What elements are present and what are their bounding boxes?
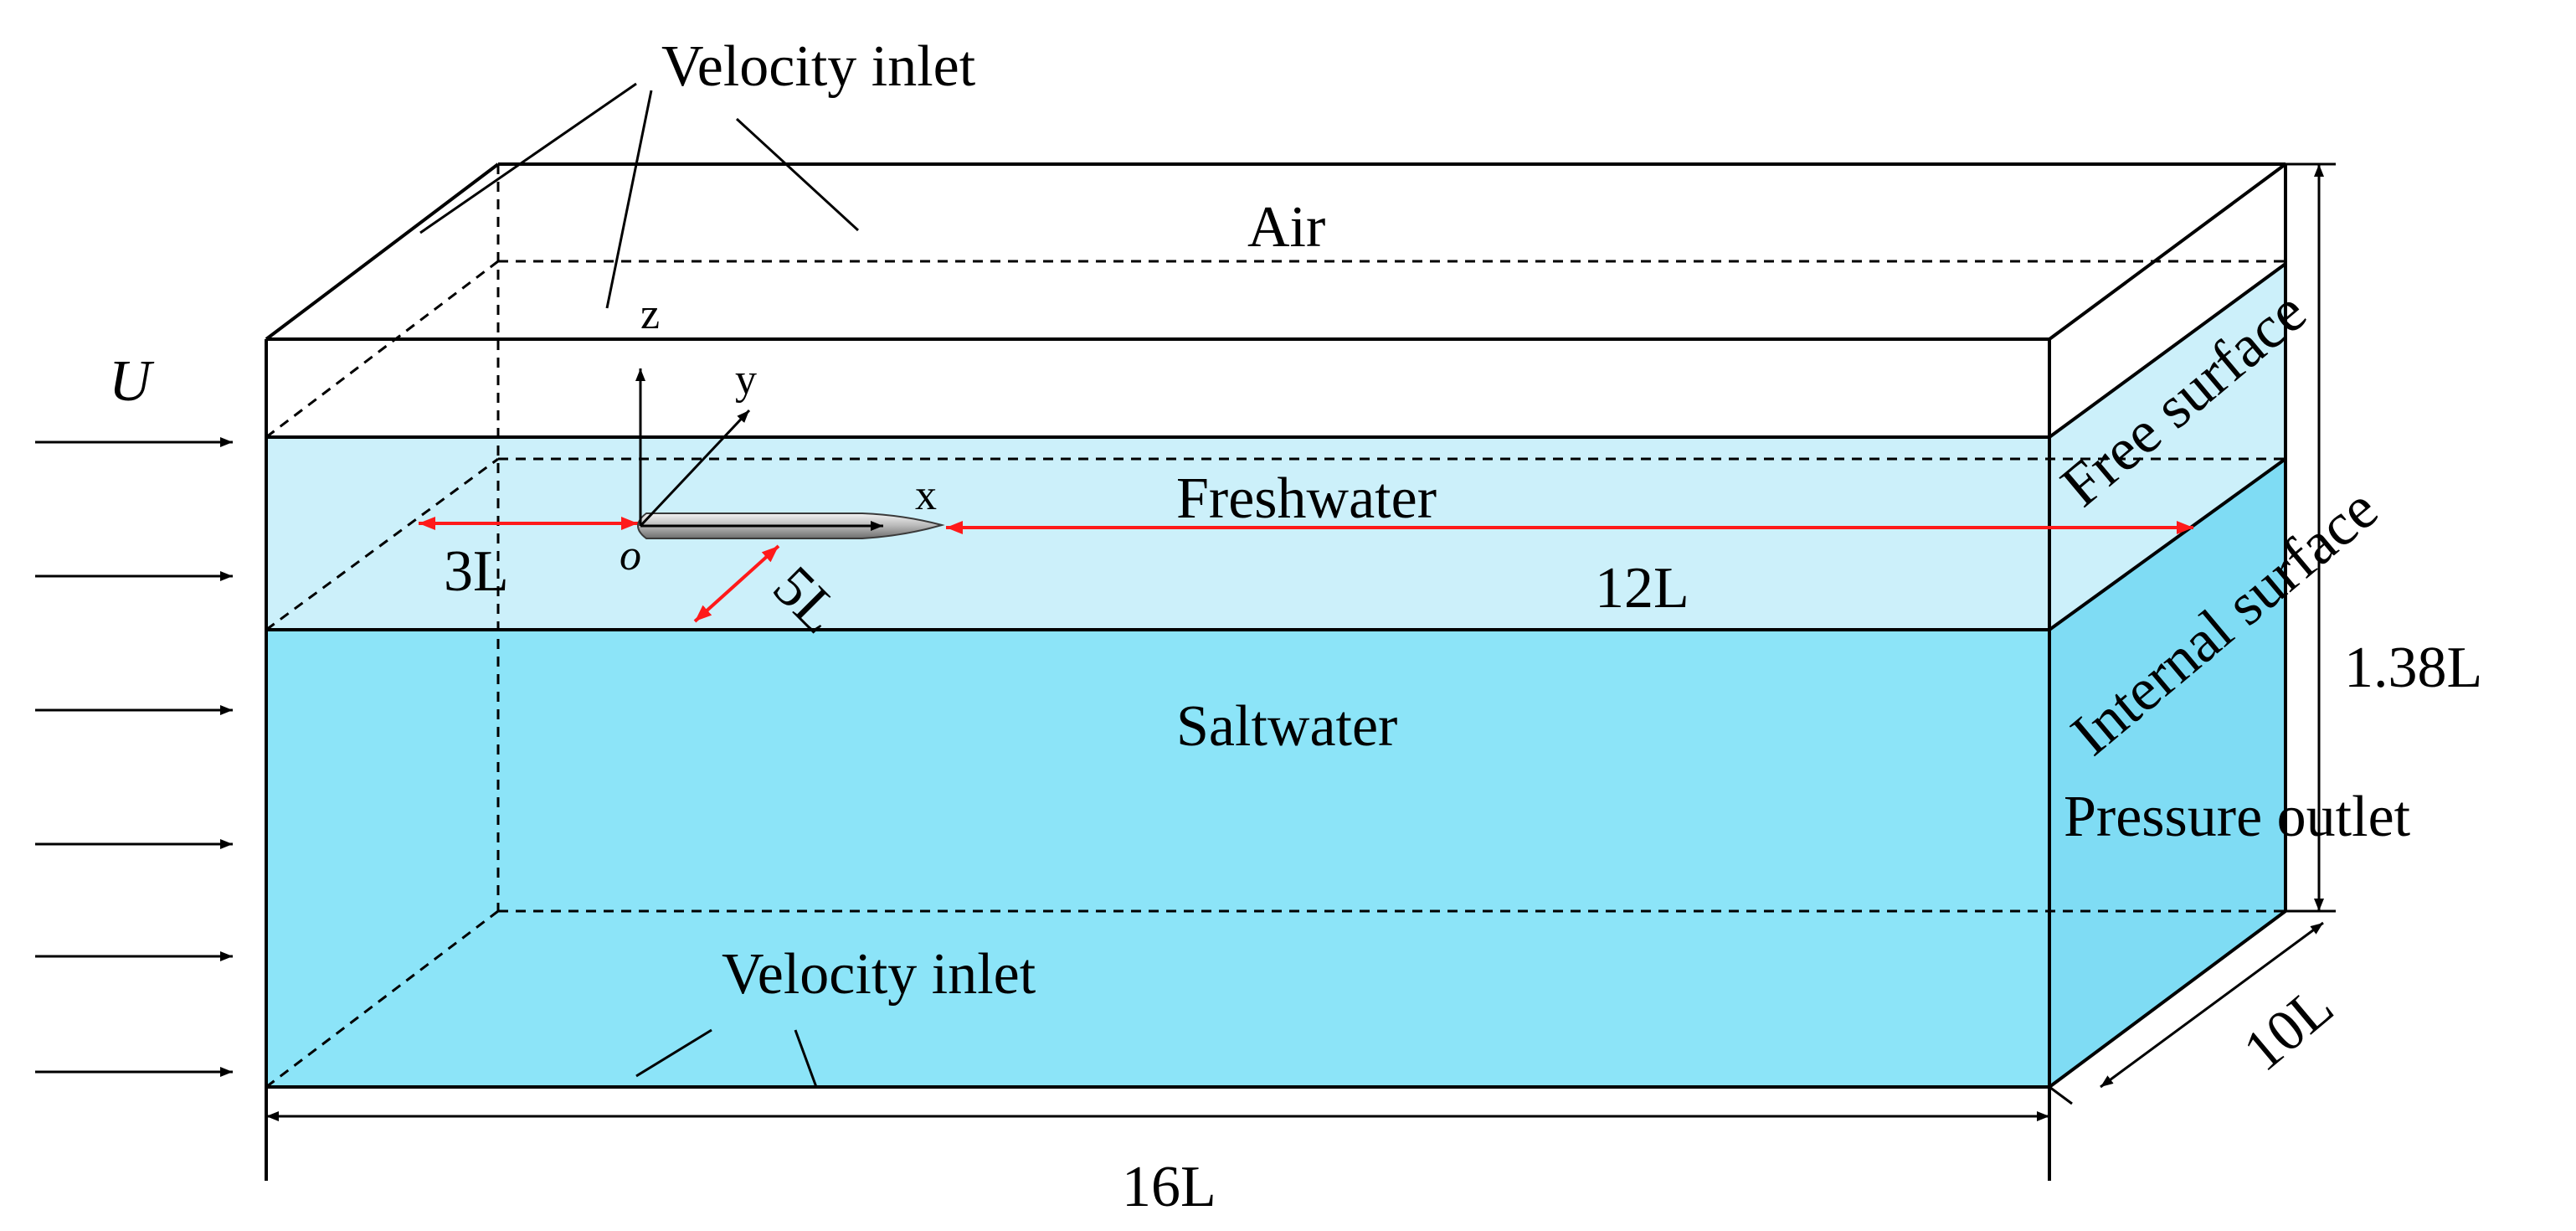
upstream-dimension-label: 3L bbox=[444, 539, 509, 604]
leader-lines bbox=[419, 82, 860, 1088]
x-axis-label: x bbox=[915, 471, 937, 519]
downstream-dimension-label: 12L bbox=[1595, 556, 1689, 621]
inflow-arrows bbox=[35, 437, 233, 1077]
saltwater-front-fill bbox=[266, 630, 2049, 1087]
inflow-velocity-label: U bbox=[109, 349, 155, 414]
width-dimension-label: 10L bbox=[2232, 974, 2346, 1084]
freshwater-side-fill bbox=[2049, 264, 2285, 630]
air-label: Air bbox=[1247, 195, 1325, 260]
velocity-inlet-bottom-label: Velocity inlet bbox=[722, 942, 1036, 1007]
position-dimensions bbox=[419, 517, 2193, 623]
dimension-lines bbox=[266, 162, 2336, 1121]
velocity-inlet-top-label: Velocity inlet bbox=[661, 34, 976, 99]
freshwater-label: Freshwater bbox=[1176, 466, 1437, 531]
z-axis-label: z bbox=[640, 291, 660, 338]
pressure-outlet-label: Pressure outlet bbox=[2064, 785, 2411, 849]
y-axis-label: y bbox=[735, 356, 757, 404]
length-dimension-label: 16L bbox=[1122, 1155, 1216, 1219]
coordinate-axes bbox=[635, 368, 883, 531]
origin-label: o bbox=[620, 532, 641, 579]
saltwater-label: Saltwater bbox=[1176, 694, 1397, 759]
domain-box-outline bbox=[265, 162, 2287, 1181]
freshwater-front-fill bbox=[266, 437, 2049, 630]
height-dimension-label: 1.38L bbox=[2344, 636, 2482, 700]
water-fills bbox=[266, 264, 2285, 1087]
domain-hidden-edges bbox=[265, 164, 2285, 1089]
